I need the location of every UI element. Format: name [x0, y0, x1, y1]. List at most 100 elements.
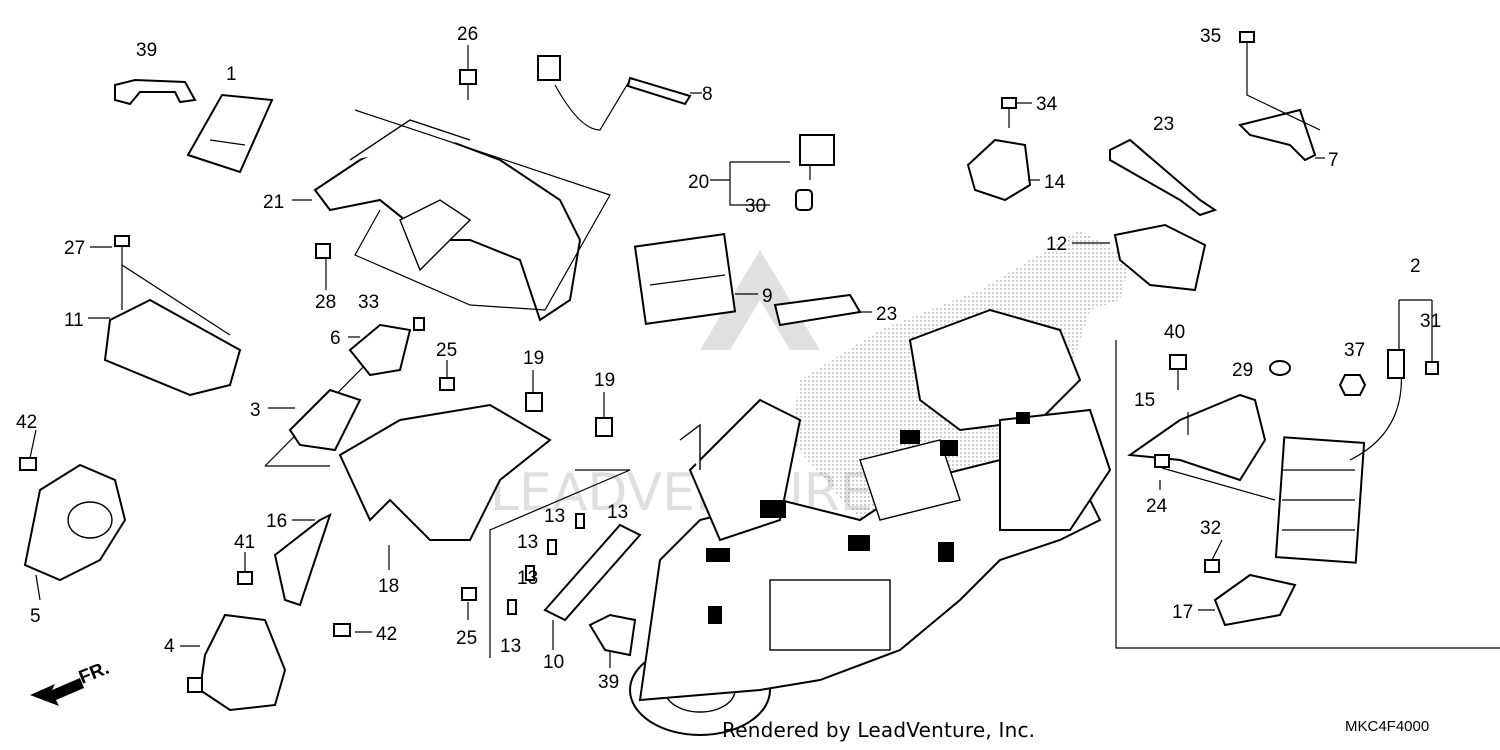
part-17-cover — [1213, 573, 1297, 627]
part-4-horn — [187, 613, 287, 712]
part-13-clip-d — [507, 599, 517, 615]
part-35-screw — [1239, 31, 1255, 60]
callout-6: 6 — [330, 328, 341, 349]
part-13-clip-c — [525, 565, 535, 581]
front-label: FR. — [76, 658, 112, 689]
part-7-bracket — [1238, 108, 1317, 162]
callout-labels: 39 1 26 8 20 30 34 14 23 35 7 21 28 33 2… — [16, 24, 1441, 693]
callout-26: 26 — [457, 24, 478, 45]
callout-16: 16 — [266, 511, 287, 532]
part-11-module — [103, 260, 242, 397]
callout-30: 30 — [745, 196, 766, 217]
part-19-grommet-b — [595, 417, 613, 437]
callout-28: 28 — [315, 292, 336, 313]
part-42-bolt-top — [19, 457, 37, 471]
part-33-screw — [413, 317, 425, 331]
callout-13-b: 13 — [544, 506, 565, 527]
part-41-bolt — [237, 571, 253, 585]
part-28-clip — [315, 243, 331, 259]
part-3-connector — [288, 388, 362, 452]
part-25-bolt-bottom — [461, 587, 477, 601]
callout-8: 8 — [702, 84, 713, 105]
part-10-panel — [543, 523, 642, 622]
part-32-bolt — [1204, 559, 1220, 573]
callout-5: 5 — [30, 606, 41, 627]
callout-19-a: 19 — [523, 348, 544, 369]
part-14-sensor — [966, 138, 1032, 202]
callout-35: 35 — [1200, 26, 1221, 47]
part-31-connector — [1425, 361, 1439, 375]
callout-27: 27 — [64, 238, 85, 259]
part-1-module — [186, 93, 274, 174]
callout-14: 14 — [1044, 172, 1066, 193]
part-27-screw — [114, 235, 130, 260]
callout-11: 11 — [64, 310, 84, 331]
callout-42-top: 42 — [16, 412, 37, 433]
part-30-clip — [795, 189, 813, 211]
inset-box — [1115, 340, 1500, 649]
callout-19-b: 19 — [594, 370, 615, 391]
part-9-ecu — [633, 232, 737, 326]
part-18-cover — [338, 403, 552, 541]
part-20-relay — [799, 134, 835, 180]
part-16-bracket — [273, 513, 332, 607]
part-13-clip-b — [547, 539, 557, 555]
callout-4: 4 — [164, 636, 175, 657]
part-2-regulator — [1274, 349, 1405, 564]
callout-40: 40 — [1164, 322, 1185, 343]
callout-33: 33 — [358, 292, 379, 313]
callout-9: 9 — [762, 286, 773, 307]
callout-25-top: 25 — [436, 340, 457, 361]
callout-23-top: 23 — [1153, 114, 1174, 135]
callout-21: 21 — [263, 192, 284, 213]
part-26-bolt — [459, 69, 477, 100]
part-8-cable — [537, 55, 692, 131]
callout-2: 2 — [1410, 256, 1421, 277]
callout-34: 34 — [1036, 94, 1058, 115]
front-arrow-icon: FR. — [30, 658, 112, 706]
callout-7: 7 — [1328, 150, 1339, 171]
callout-17: 17 — [1172, 602, 1193, 623]
callout-25-bottom: 25 — [456, 628, 477, 649]
callout-12: 12 — [1046, 234, 1067, 255]
callout-37: 37 — [1344, 340, 1365, 361]
diagram-code: MKC4F4000 — [1345, 718, 1430, 735]
part-37-nut — [1338, 374, 1367, 396]
callout-24: 24 — [1146, 496, 1168, 517]
callout-1: 1 — [226, 64, 237, 85]
credit-text: Rendered by LeadVenture, Inc. — [722, 718, 1036, 742]
part-40-bolt — [1169, 354, 1187, 390]
part-5-horn — [23, 463, 127, 582]
callout-15: 15 — [1134, 390, 1155, 411]
callout-18: 18 — [378, 576, 399, 597]
part-42-bolt-bottom — [333, 623, 351, 637]
part-6-connector — [348, 323, 412, 377]
callout-39-bottom: 39 — [598, 672, 619, 693]
callout-32: 32 — [1200, 518, 1221, 539]
part-25-bolt-top — [439, 377, 455, 391]
callout-10: 10 — [543, 652, 564, 673]
callout-39-top: 39 — [136, 40, 157, 61]
part-23-top-cover — [1109, 138, 1218, 217]
part-29-clamp — [1269, 360, 1291, 376]
part-15-bracket — [1127, 393, 1267, 482]
callout-31: 31 — [1420, 311, 1441, 332]
part-39-top-bracket — [114, 78, 197, 106]
callout-13-d: 13 — [517, 568, 538, 589]
callout-23-mid: 23 — [876, 304, 897, 325]
callout-29: 29 — [1232, 360, 1253, 381]
callout-42-bottom: 42 — [376, 624, 397, 645]
motorcycle — [629, 308, 1112, 736]
part-13-clip-a — [575, 513, 585, 529]
leader-lines — [29, 45, 1325, 668]
part-19-grommet-a — [525, 392, 543, 412]
callout-20: 20 — [688, 172, 709, 193]
part-39-bottom-bracket — [588, 613, 637, 657]
part-24-bolt — [1154, 454, 1170, 468]
callout-3: 3 — [250, 400, 261, 421]
callout-41: 41 — [234, 532, 255, 553]
part-34-screw — [1001, 97, 1017, 128]
callout-13-a: 13 — [607, 502, 628, 523]
part-12-module — [1113, 223, 1207, 292]
